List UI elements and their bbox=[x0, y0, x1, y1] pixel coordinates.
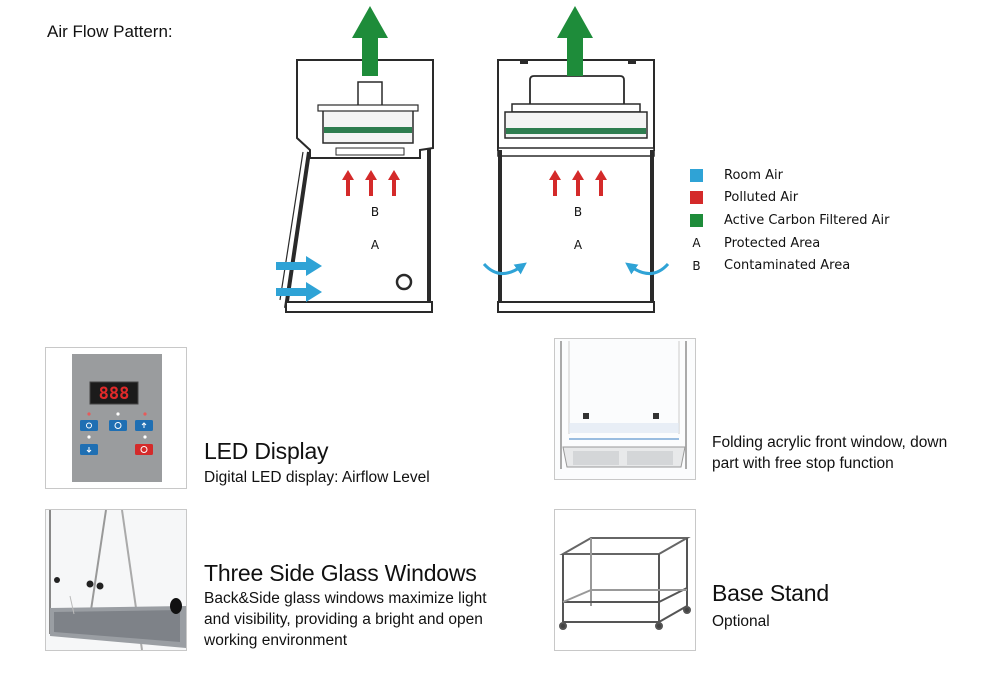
left-filter-band bbox=[324, 127, 412, 133]
glass-windows-line-1: Back&Side glass windows maximize light bbox=[204, 590, 487, 607]
left-cabinet bbox=[279, 59, 434, 313]
filtered-air-swatch bbox=[690, 213, 703, 227]
left-label-a: A bbox=[371, 238, 380, 252]
led-display-description: Digital LED display: Airflow Level bbox=[204, 469, 430, 486]
right-filter-band bbox=[506, 128, 646, 134]
legend-label: Active Carbon Filtered Air bbox=[724, 212, 890, 228]
legend-label: Protected Area bbox=[724, 235, 821, 251]
base-stand-title: Base Stand bbox=[712, 580, 829, 606]
legend-letter: A bbox=[692, 236, 701, 251]
left-label-b: B bbox=[371, 205, 379, 219]
legend-letter: B bbox=[692, 258, 701, 273]
legend-item-polluted-air: Polluted Air bbox=[690, 187, 798, 210]
airflow-diagram: B A B A bbox=[276, 6, 670, 313]
legend-item-contaminated-area: B Contaminated Area bbox=[690, 254, 850, 277]
front-window-line-1: Folding acrylic front window, down bbox=[712, 434, 948, 451]
legend-item-room-air: Room Air bbox=[690, 164, 783, 187]
led-digits: 888 bbox=[99, 384, 130, 404]
left-polluted-arrows bbox=[342, 170, 400, 196]
left-room-air-arrows bbox=[276, 256, 322, 302]
legend-label: Contaminated Area bbox=[724, 258, 851, 274]
glass-windows-description: Back&Side glass windows maximize light a… bbox=[204, 588, 487, 651]
front-window-description: Folding acrylic front window, down part … bbox=[712, 432, 947, 474]
led-panel-image: 888 bbox=[45, 347, 187, 489]
page-heading: Air Flow Pattern: bbox=[47, 22, 173, 41]
right-cabinet bbox=[497, 59, 655, 313]
left-exhaust-arrow bbox=[352, 6, 388, 76]
led-display-title: LED Display bbox=[204, 438, 329, 464]
base-stand-image bbox=[554, 509, 696, 651]
base-stand-description: Optional bbox=[712, 613, 770, 630]
right-label-b: B bbox=[574, 205, 582, 219]
polluted-air-swatch bbox=[690, 191, 703, 205]
legend-item-filtered-air: Active Carbon Filtered Air bbox=[690, 209, 889, 232]
glass-windows-title: Three Side Glass Windows bbox=[204, 560, 477, 586]
legend-item-protected-area: A Protected Area bbox=[690, 232, 820, 255]
room-air-swatch bbox=[690, 168, 703, 182]
right-polluted-arrows bbox=[549, 170, 607, 196]
legend-label: Room Air bbox=[724, 167, 784, 183]
right-exhaust-arrow bbox=[557, 6, 593, 76]
legend-label: Polluted Air bbox=[724, 190, 799, 206]
glass-windows-line-3: working environment bbox=[204, 632, 348, 649]
right-room-air-arrows bbox=[482, 262, 670, 275]
front-window-line-2: part with free stop function bbox=[712, 455, 894, 472]
glass-windows-image bbox=[45, 509, 187, 651]
legend: Room Air Polluted Air Active Carbon Filt… bbox=[690, 164, 889, 277]
right-label-a: A bbox=[574, 238, 583, 252]
front-window-image bbox=[554, 338, 696, 480]
glass-windows-line-2: and visibility, providing a bright and o… bbox=[204, 611, 483, 628]
